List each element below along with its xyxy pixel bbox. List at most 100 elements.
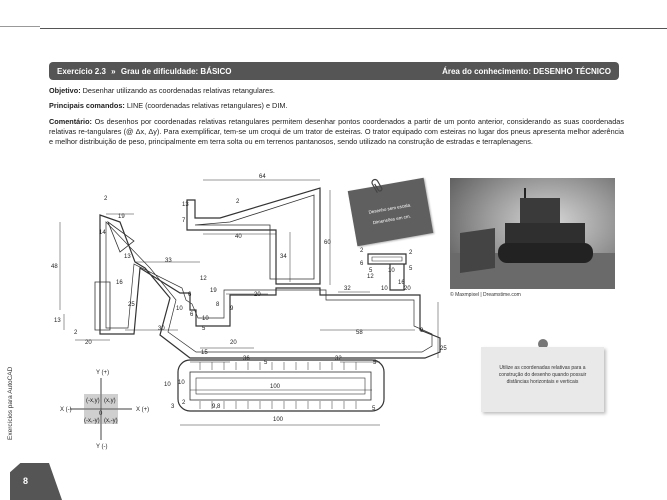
dim-25b: 25 <box>440 346 447 352</box>
dim-36: 36 <box>243 356 250 362</box>
objective-line: Objetivo: Desenhar utilizando as coorden… <box>49 86 275 96</box>
dim-32a: 32 <box>344 286 351 292</box>
pushpin-icon <box>538 339 548 349</box>
dim-20d: 20 <box>230 340 237 346</box>
commands-text: LINE (coordenadas relativas retangulares… <box>124 101 288 110</box>
comment-label: Comentário: <box>49 117 92 126</box>
dim-2f: 2 <box>182 400 186 406</box>
axis-origin: 0 <box>99 411 103 417</box>
dim-32b: 32 <box>335 356 342 362</box>
dim-40: 40 <box>235 234 242 240</box>
dim-13b: 13 <box>124 254 131 260</box>
dim-5f: 5 <box>372 406 376 412</box>
knowledge-area: Área do conhecimento: DESENHO TÉCNICO <box>442 66 611 76</box>
dim-5c: 5 <box>409 266 413 272</box>
dimension-lines <box>59 179 439 426</box>
blade-arm <box>107 220 135 253</box>
cabin-outline <box>186 187 321 285</box>
top-rule-left <box>0 26 40 27</box>
dim-3: 3 <box>171 404 175 410</box>
dim-2c: 2 <box>74 330 78 336</box>
dim-2a: 2 <box>236 199 240 205</box>
dim-6a: 6 <box>188 292 192 298</box>
dim-9: 9 <box>230 306 234 312</box>
tip-sticky-note: Utilize as coordenadas relativas para a … <box>481 347 604 412</box>
commands-line: Principais comandos: LINE (coordenadas r… <box>49 101 287 111</box>
dim-33: 33 <box>165 258 172 264</box>
bulldozer-illustration <box>450 188 615 289</box>
dim-30: 30 <box>158 326 165 332</box>
exercise-banner: Exercício 2.3 » Grau de dificuldade: BÁS… <box>49 62 619 80</box>
track-outer <box>177 359 385 412</box>
axis-x-neg: X (-) <box>60 407 72 413</box>
dim-34: 34 <box>280 254 287 260</box>
dim-8: 8 <box>216 302 220 308</box>
dim-20c: 20 <box>404 286 411 292</box>
dim-5d: 5 <box>264 360 268 366</box>
track-treads <box>199 362 357 409</box>
chevrons: » <box>111 66 116 76</box>
dim-6c: 6 <box>360 261 364 267</box>
dim-12: 12 <box>200 276 207 282</box>
axis-y-neg: Y (-) <box>96 444 108 450</box>
dim-58: 58 <box>356 330 363 336</box>
dim-14: 14 <box>99 230 106 236</box>
objective-label: Objetivo: <box>49 86 81 95</box>
dim-16b: 16 <box>398 280 405 286</box>
quadrant-3: (-x,-y) <box>84 418 100 424</box>
dim-5b: 5 <box>369 268 373 274</box>
dim-5e: 5 <box>373 360 377 366</box>
difficulty-label: Grau de dificuldade: BÁSICO <box>120 66 232 76</box>
dim-9b: 9 <box>420 328 424 334</box>
dim-9-8: 9,8 <box>212 404 221 410</box>
banner-left: Exercício 2.3 » Grau de dificuldade: BÁS… <box>57 67 232 76</box>
commands-label: Principais comandos: <box>49 101 125 110</box>
exhaust-inner <box>371 256 403 262</box>
dim-15: 15 <box>201 350 208 356</box>
dim-10d: 10 <box>388 268 395 274</box>
dim-64: 64 <box>259 174 266 180</box>
track-inner2 <box>195 377 366 395</box>
sticky-text: Utilize as coordenadas relativas para a … <box>498 365 587 385</box>
dim-48: 48 <box>51 264 58 270</box>
track-inner <box>189 371 372 401</box>
top-rule <box>40 28 667 29</box>
cabin-inner <box>194 194 315 280</box>
quadrant-1: (x,y) <box>104 398 116 404</box>
page-number: 8 <box>23 476 29 486</box>
dim-10b: 10 <box>202 316 209 322</box>
dim-2e: 2 <box>360 248 364 254</box>
side-running-title: Exercícios para AutoCAD <box>7 366 14 440</box>
dim-12b: 12 <box>367 274 374 280</box>
tractor-photo <box>450 178 615 289</box>
dim-5a: 5 <box>202 326 206 332</box>
exhaust-base <box>389 264 405 291</box>
dim-10a: 10 <box>176 306 183 312</box>
dim-2b: 2 <box>104 196 108 202</box>
exhaust <box>367 253 407 265</box>
dim-20b: 20 <box>85 340 92 346</box>
quadrant-2: (-x,y) <box>86 398 100 404</box>
comment-text: Os desenhos por coordenadas relativas re… <box>49 117 624 146</box>
dim-13c: 13 <box>54 318 61 324</box>
dim-20a: 20 <box>254 292 261 298</box>
dim-13a: 13 <box>182 202 189 208</box>
dim-2d: 2 <box>409 250 413 256</box>
comment-paragraph: Comentário: Os desenhos por coordenadas … <box>49 117 624 147</box>
axis-y-pos: Y (+) <box>96 370 109 376</box>
paperclip-icon <box>371 178 383 193</box>
dim-10f: 10 <box>178 380 185 386</box>
dim-19b: 19 <box>210 288 217 294</box>
quadrant-4: (x,-y) <box>104 418 118 424</box>
dim-7: 7 <box>182 218 186 224</box>
photo-credit: © Maxmpixel | Dreamstime.com <box>450 292 521 298</box>
axes-diagram <box>70 378 132 440</box>
dim-6b: 6 <box>190 312 194 318</box>
axis-x-pos: X (+) <box>136 407 149 413</box>
blade <box>94 281 111 331</box>
dim-100a: 100 <box>270 384 281 390</box>
body-inner <box>105 221 433 353</box>
dim-10c: 10 <box>381 286 388 292</box>
dim-25a: 25 <box>128 302 135 308</box>
